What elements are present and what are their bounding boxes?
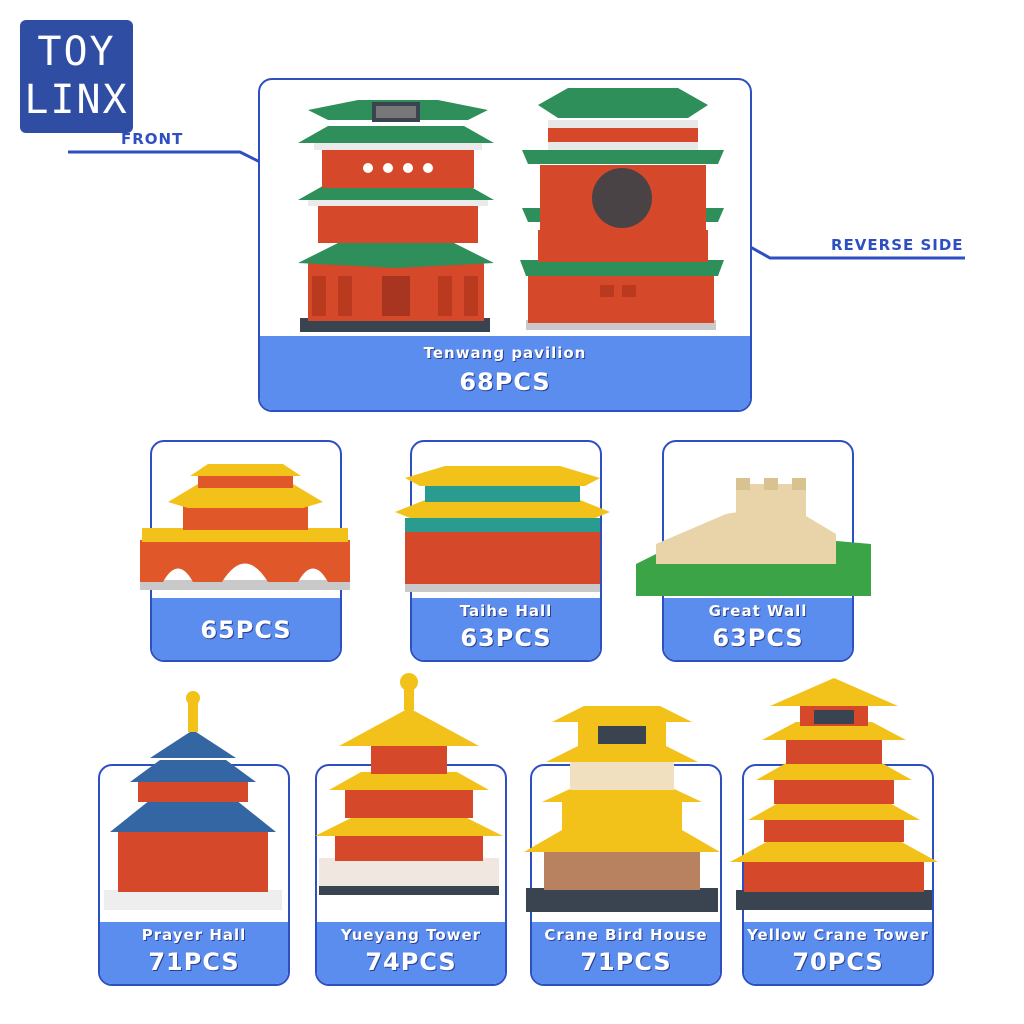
card-yueyang-pcs: 74PCS <box>365 948 457 976</box>
card-great-wall-pcs: 63PCS <box>712 624 804 652</box>
crane-bird-house-model <box>524 706 720 912</box>
brand-logo: TOY LINX <box>20 20 133 133</box>
featured-name: Tenwang pavilion <box>423 344 587 362</box>
card-yellow-crane-caption: Yellow Crane Tower 70PCS <box>744 922 932 984</box>
card-crane-name: Crane Bird House <box>544 926 708 944</box>
taihe-model <box>395 466 610 592</box>
featured-caption: Tenwang pavilion 68PCS <box>260 336 750 410</box>
brand-line2: LINX <box>24 77 129 123</box>
card-yueyang-name: Yueyang Tower <box>340 926 482 944</box>
card-crane-caption: Crane Bird House 71PCS <box>532 922 720 984</box>
card-taihe-pcs: 63PCS <box>460 624 552 652</box>
card-great-wall-caption: Great Wall 63PCS <box>664 598 852 660</box>
card-yueyang-caption: Yueyang Tower 74PCS <box>317 922 505 984</box>
prayer-hall-model <box>104 691 282 910</box>
card-yellow-crane-name: Yellow Crane Tower <box>747 926 929 944</box>
tenwang-front-model <box>298 100 494 332</box>
card-yellow-crane-pcs: 70PCS <box>792 948 884 976</box>
featured-card-tenwang: Tenwang pavilion 68PCS <box>258 78 752 412</box>
tenwang-reverse-model <box>520 88 724 330</box>
yellow-crane-tower-model <box>730 678 938 910</box>
card-prayer-name: Prayer Hall <box>141 926 247 944</box>
card-gate-pcs: 65PCS <box>200 616 292 644</box>
card-great-wall-name: Great Wall <box>708 602 808 620</box>
card-prayer-caption: Prayer Hall 71PCS <box>100 922 288 984</box>
card-taihe-name: Taihe Hall <box>459 602 553 620</box>
brand-line1: TOY <box>37 29 116 75</box>
gate-model <box>140 464 350 590</box>
card-prayer-pcs: 71PCS <box>148 948 240 976</box>
great-wall-model <box>636 478 871 596</box>
card-crane-pcs: 71PCS <box>580 948 672 976</box>
yueyang-tower-model <box>315 673 503 895</box>
front-label: FRONT <box>121 130 184 148</box>
reverse-side-label: REVERSE SIDE <box>831 236 964 254</box>
card-taihe-caption: Taihe Hall 63PCS <box>412 598 600 660</box>
card-gate-caption: 65PCS <box>152 598 340 660</box>
featured-pcs: 68PCS <box>459 368 551 396</box>
